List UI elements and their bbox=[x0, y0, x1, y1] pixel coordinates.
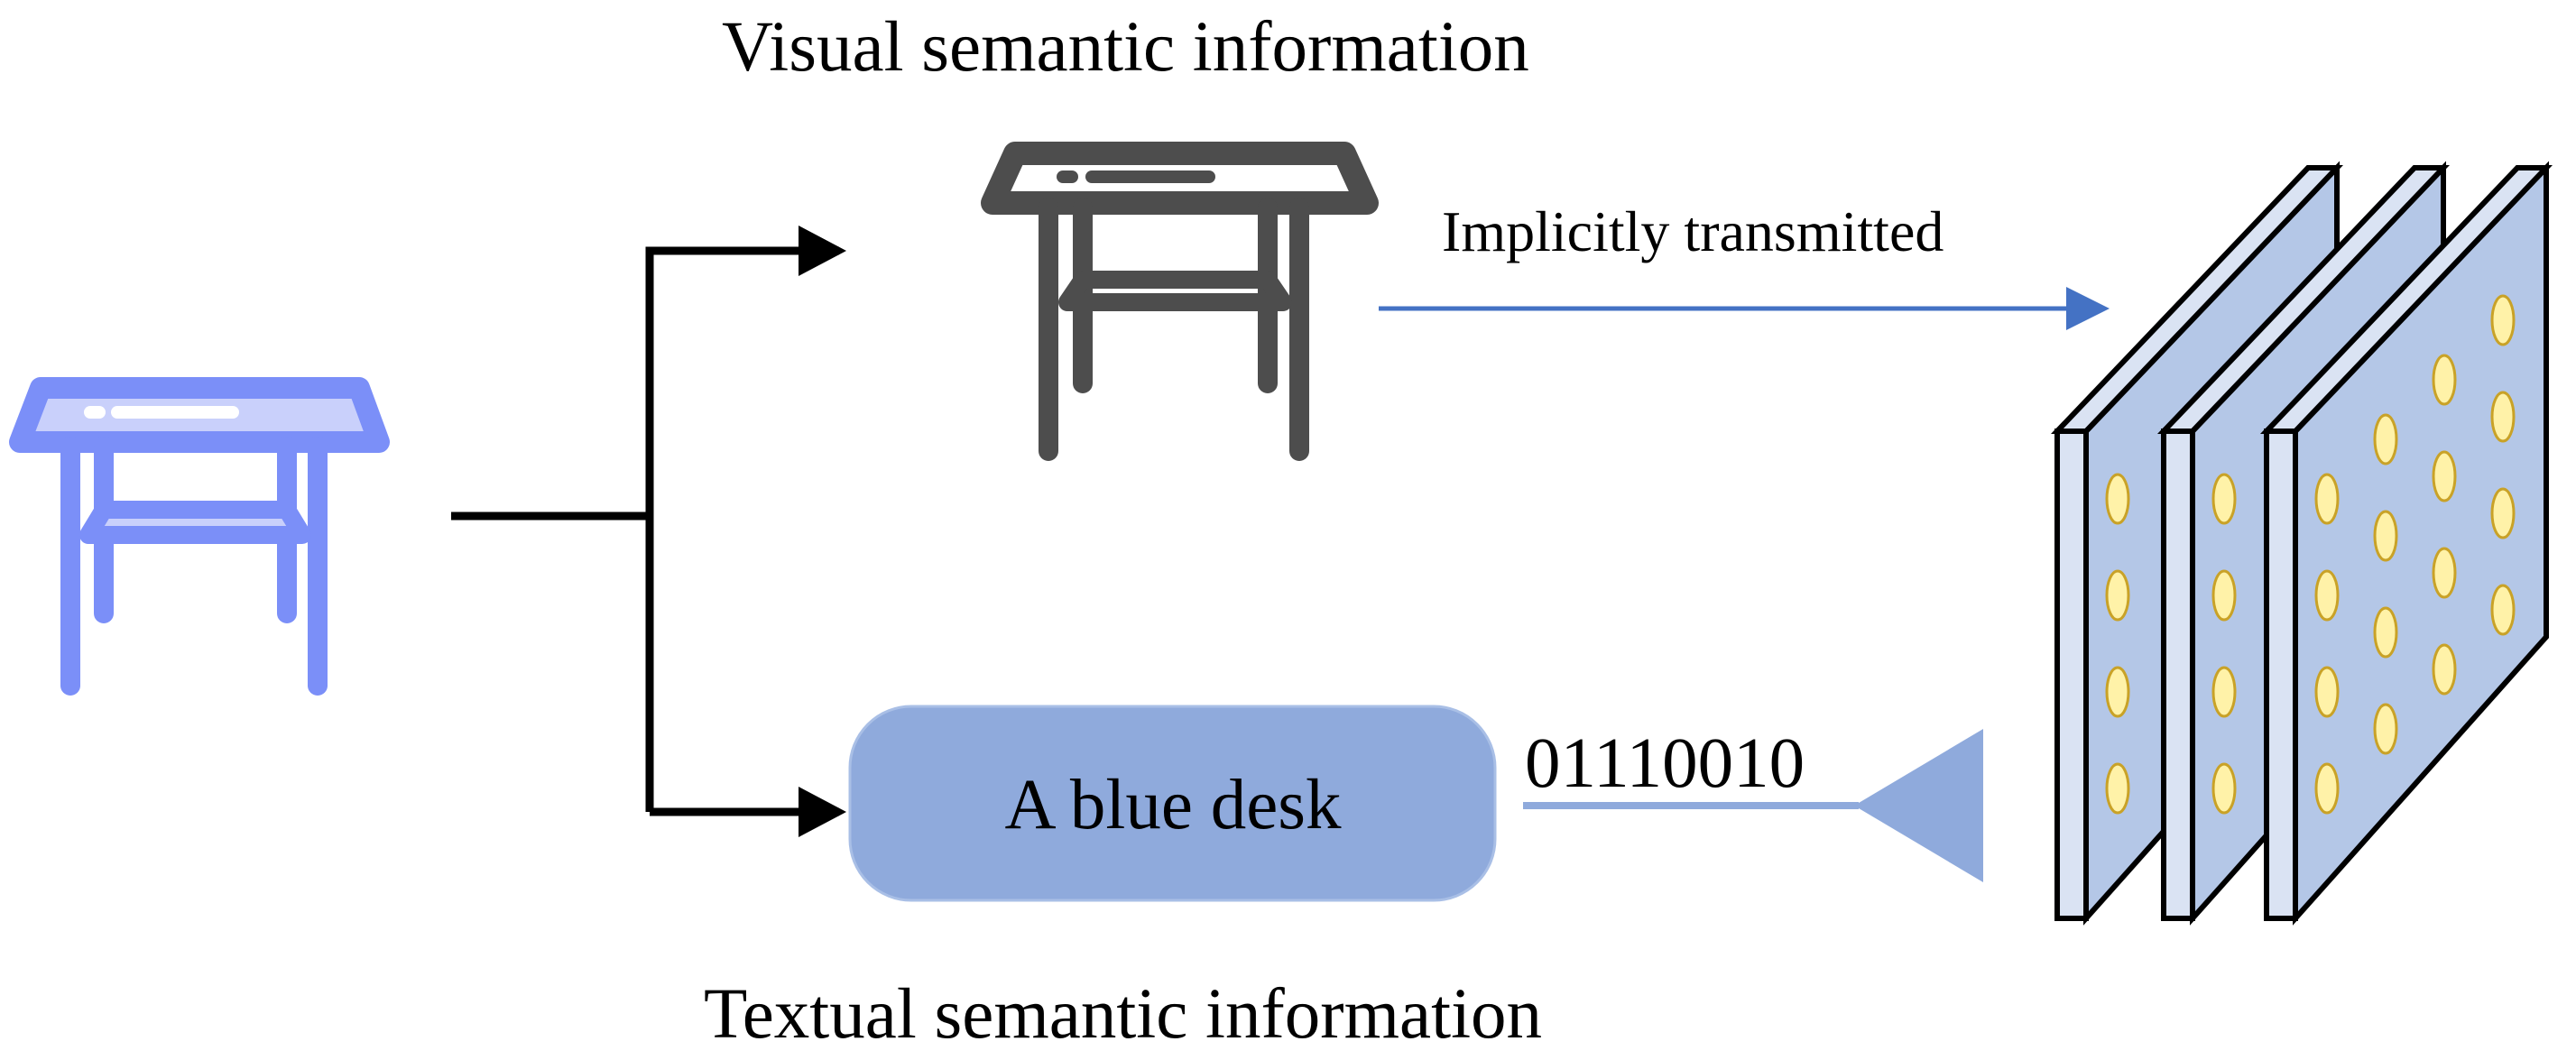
source-desk-icon bbox=[9, 377, 390, 696]
panel-element bbox=[2432, 354, 2457, 406]
panel-element bbox=[2105, 569, 2130, 622]
panel-element bbox=[2373, 510, 2398, 562]
panel-element bbox=[2314, 762, 2340, 815]
antenna-icon bbox=[1854, 729, 1983, 882]
panel-side-edge bbox=[2054, 429, 2089, 921]
metasurface-panels-icon bbox=[2051, 161, 2553, 926]
panel-element bbox=[2490, 294, 2516, 346]
panel-element bbox=[2105, 666, 2130, 718]
panel-element bbox=[2211, 569, 2237, 622]
panel-element bbox=[2314, 569, 2340, 622]
panel-element bbox=[2211, 666, 2237, 718]
panel-element bbox=[2490, 487, 2516, 539]
split-connector bbox=[451, 246, 840, 816]
panel-element bbox=[2105, 762, 2130, 815]
panel-element bbox=[2490, 584, 2516, 636]
panel-element bbox=[2432, 450, 2457, 502]
panel-element bbox=[2373, 413, 2398, 465]
arrow-to-text-box-icon bbox=[799, 787, 846, 837]
panel-element bbox=[2432, 547, 2457, 599]
text-box-label: A blue desk bbox=[1004, 766, 1342, 844]
textual-semantic-title: Textual semantic information bbox=[704, 975, 1542, 1054]
metasurface-panel bbox=[2260, 161, 2553, 926]
panel-element bbox=[2211, 473, 2237, 525]
text-semantic-box bbox=[848, 705, 1497, 902]
bit-string: 01110010 bbox=[1525, 724, 1805, 803]
panel-element bbox=[2211, 762, 2237, 815]
visual-desk-icon bbox=[981, 142, 1379, 461]
implicit-arrowhead-icon bbox=[2066, 287, 2110, 330]
visual-semantic-title: Visual semantic information bbox=[722, 8, 1529, 87]
panel-side-edge bbox=[2264, 429, 2298, 921]
panel-element bbox=[2105, 473, 2130, 525]
panel-side-edge bbox=[2161, 429, 2195, 921]
panel-element bbox=[2432, 643, 2457, 696]
panel-element bbox=[2373, 703, 2398, 755]
implicit-transmission-label: Implicitly transmitted bbox=[1442, 199, 1944, 263]
panel-element bbox=[2314, 666, 2340, 718]
panel-element bbox=[2490, 391, 2516, 443]
arrow-to-visual-icon bbox=[799, 226, 846, 276]
panel-element bbox=[2373, 606, 2398, 659]
panel-element bbox=[2314, 473, 2340, 525]
